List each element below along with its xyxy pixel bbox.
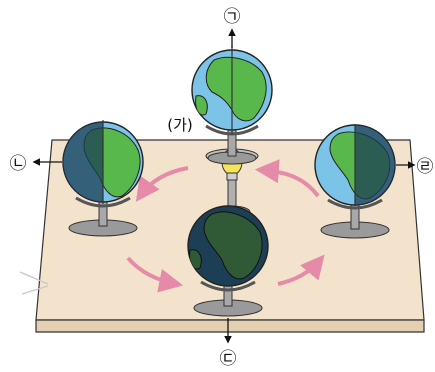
orbit-arrow-top-to-left [135,166,189,202]
globe-top [191,46,273,165]
orbit-arrows [126,159,325,293]
edge-mark [19,271,49,295]
label-right: ㉣ [417,157,434,177]
label-lamp: (가) [167,116,193,134]
label-top: ㉠ [224,7,241,27]
label-bottom: ㉢ [220,349,237,369]
orbit-arrow-right-to-top [254,159,320,198]
label-left: ㉡ [10,154,27,174]
orbit-arrow-bottom-to-right [277,254,325,286]
globe-bottom [187,205,269,317]
orbit-arrow-left-to-bottom [126,256,184,293]
